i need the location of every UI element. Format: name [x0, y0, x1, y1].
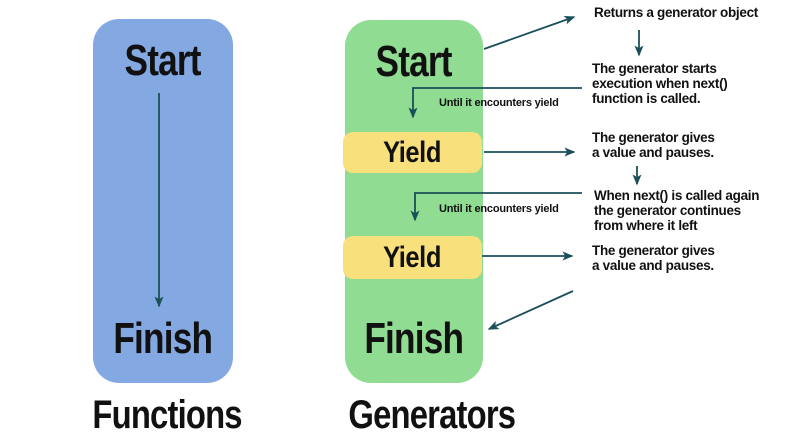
- functions-start-label: Start: [124, 36, 202, 85]
- annotation-until-yield-1: Until it encounters yield: [439, 97, 559, 109]
- functions-finish-label: Finish: [113, 314, 214, 363]
- yield-label-1: Yield: [383, 135, 442, 169]
- annotation-starts-execution: The generator starts execution when next…: [592, 61, 728, 106]
- annotation-next-called-again: When next() is called again the generato…: [594, 188, 760, 233]
- yield-box-2: Yield: [343, 236, 482, 279]
- generators-flow-box: Start Finish: [345, 20, 483, 383]
- generators-finish-label: Finish: [364, 314, 465, 363]
- start-to-returns-arrow-icon: [483, 15, 576, 50]
- functions-title: Functions: [92, 393, 242, 437]
- to-finish-arrow-icon: [487, 290, 574, 330]
- annotation-gives-value-1: The generator gives a value and pauses.: [592, 130, 715, 160]
- functions-flow-box: Start Finish: [93, 19, 233, 383]
- annotation-until-yield-2: Until it encounters yield: [439, 203, 559, 215]
- annotation-returns-generator-object: Returns a generator object: [594, 5, 758, 20]
- generators-start-label: Start: [375, 37, 453, 86]
- annotation-gives-value-2: The generator gives a value and pauses.: [592, 243, 715, 273]
- generators-title: Generators: [348, 393, 516, 437]
- yield-label-2: Yield: [383, 240, 442, 274]
- yield-box-1: Yield: [343, 132, 482, 173]
